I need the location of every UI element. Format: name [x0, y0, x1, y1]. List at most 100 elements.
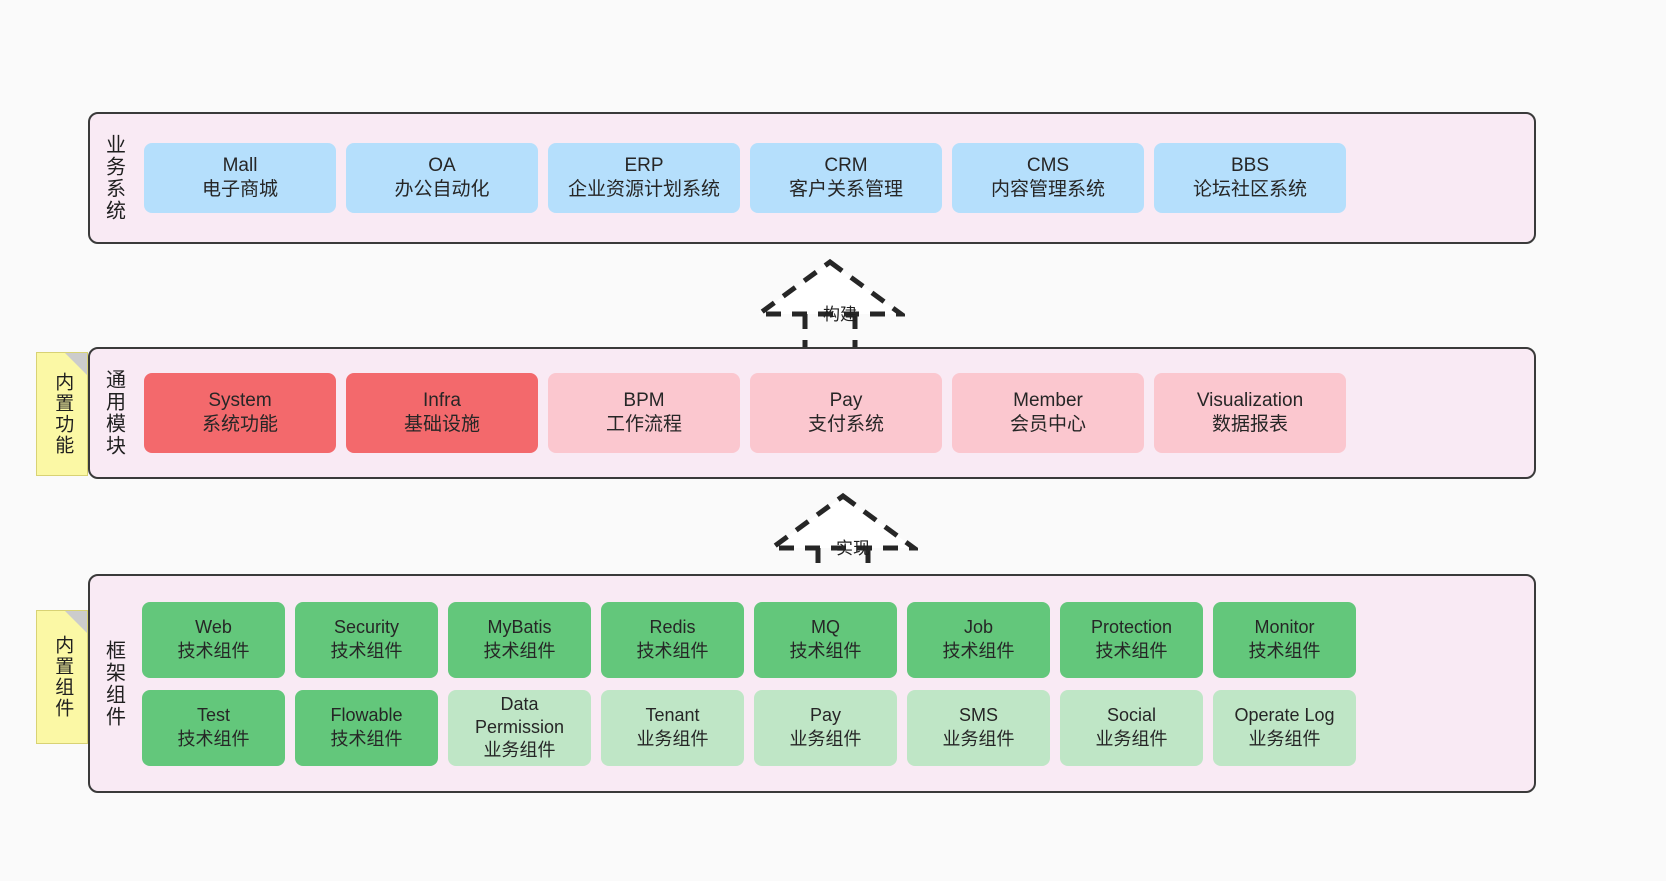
connector-build: 构建 — [755, 258, 905, 352]
layer-framework-title: 框架组件 — [102, 639, 125, 728]
node-infra[interactable]: Infra 基础设施 — [346, 373, 538, 453]
node-protection-cn: 技术组件 — [1095, 640, 1168, 661]
node-sms-en: SMS — [958, 705, 998, 726]
node-security[interactable]: Security 技术组件 — [295, 601, 438, 678]
node-cms-cn: 内容管理系统 — [990, 179, 1105, 200]
node-operate-log[interactable]: Operate Log 业务组件 — [1213, 689, 1356, 766]
node-member-cn: 会员中心 — [1009, 414, 1086, 435]
node-job-cn: 技术组件 — [942, 640, 1015, 661]
node-monitor-cn: 技术组件 — [1248, 640, 1321, 661]
node-visualization[interactable]: Visualization 数据报表 — [1154, 373, 1346, 453]
node-mq-en: MQ — [811, 617, 840, 638]
framework-row-business: Test 技术组件 Flowable 技术组件 Data Permission … — [142, 689, 1526, 766]
note-builtin-function: 内置功能 — [36, 352, 88, 476]
node-mybatis[interactable]: MyBatis 技术组件 — [448, 601, 591, 678]
node-pay-module-en: Pay — [829, 389, 863, 411]
node-operate-log-en: Operate Log — [1234, 705, 1335, 726]
node-protection[interactable]: Protection 技术组件 — [1060, 601, 1203, 678]
node-sms[interactable]: SMS 业务组件 — [907, 689, 1050, 766]
note-builtin-function-label: 内置功能 — [52, 372, 74, 456]
node-tenant-cn: 业务组件 — [636, 728, 709, 749]
node-crm-en: CRM — [824, 154, 868, 176]
node-system-en: System — [208, 389, 272, 411]
node-bbs-en: BBS — [1230, 154, 1270, 176]
node-pay-module[interactable]: Pay 支付系统 — [750, 373, 942, 453]
layer-modules-nodes: System 系统功能 Infra 基础设施 BPM 工作流程 Pay 支付系统… — [136, 349, 1534, 477]
node-flowable-cn: 技术组件 — [330, 728, 403, 749]
node-erp-cn: 企业资源计划系统 — [567, 179, 720, 200]
framework-row-tech: Web 技术组件 Security 技术组件 MyBatis 技术组件 Redi… — [142, 601, 1526, 678]
node-redis-cn: 技术组件 — [636, 640, 709, 661]
node-infra-en: Infra — [422, 389, 462, 411]
node-job[interactable]: Job 技术组件 — [907, 601, 1050, 678]
layer-common-modules: 通用模块 System 系统功能 Infra 基础设施 BPM 工作流程 Pay… — [88, 347, 1536, 479]
node-data-permission-cn: 业务组件 — [483, 740, 556, 761]
node-social[interactable]: Social 业务组件 — [1060, 689, 1203, 766]
node-mq[interactable]: MQ 技术组件 — [754, 601, 897, 678]
node-data-permission[interactable]: Data Permission 业务组件 — [448, 689, 591, 766]
node-test[interactable]: Test 技术组件 — [142, 689, 285, 766]
node-tenant-en: Tenant — [645, 705, 700, 726]
node-sms-cn: 业务组件 — [942, 728, 1015, 749]
node-security-cn: 技术组件 — [330, 640, 403, 661]
node-test-en: Test — [196, 705, 230, 726]
node-pay-component-cn: 业务组件 — [789, 728, 862, 749]
node-crm-cn: 客户关系管理 — [788, 179, 903, 200]
node-tenant[interactable]: Tenant 业务组件 — [601, 689, 744, 766]
node-web-cn: 技术组件 — [177, 640, 250, 661]
layer-framework-nodes: Web 技术组件 Security 技术组件 MyBatis 技术组件 Redi… — [136, 601, 1534, 766]
node-monitor-en: Monitor — [1254, 617, 1315, 638]
node-social-en: Social — [1106, 705, 1157, 726]
layer-business-title: 业务系统 — [102, 134, 125, 222]
node-system-cn: 系统功能 — [201, 414, 278, 435]
node-erp[interactable]: ERP 企业资源计划系统 — [548, 143, 740, 213]
layer-framework-components: 框架组件 Web 技术组件 Security 技术组件 MyBatis 技术组件… — [88, 574, 1536, 793]
node-mall[interactable]: Mall 电子商城 — [144, 143, 336, 213]
node-web-en: Web — [195, 617, 232, 638]
node-pay-component[interactable]: Pay 业务组件 — [754, 689, 897, 766]
node-test-cn: 技术组件 — [177, 728, 250, 749]
node-redis-en: Redis — [649, 617, 696, 638]
connector-implement-label: 实现 — [836, 539, 870, 558]
node-bpm-en: BPM — [623, 389, 665, 411]
node-bbs[interactable]: BBS 论坛社区系统 — [1154, 143, 1346, 213]
node-member[interactable]: Member 会员中心 — [952, 373, 1144, 453]
note-fold-icon — [65, 611, 87, 633]
note-builtin-component: 内置组件 — [36, 610, 88, 744]
note-builtin-component-label: 内置组件 — [52, 635, 74, 719]
node-web[interactable]: Web 技术组件 — [142, 601, 285, 678]
node-oa-cn: 办公自动化 — [394, 179, 490, 200]
node-member-en: Member — [1013, 389, 1083, 411]
node-visualization-en: Visualization — [1196, 389, 1304, 411]
node-bbs-cn: 论坛社区系统 — [1192, 179, 1307, 200]
note-fold-icon — [65, 353, 87, 375]
node-monitor[interactable]: Monitor 技术组件 — [1213, 601, 1356, 678]
layer-modules-title: 通用模块 — [102, 369, 125, 457]
node-redis[interactable]: Redis 技术组件 — [601, 601, 744, 678]
node-mybatis-cn: 技术组件 — [483, 640, 556, 661]
node-system[interactable]: System 系统功能 — [144, 373, 336, 453]
node-mall-en: Mall — [222, 154, 258, 176]
node-oa[interactable]: OA 办公自动化 — [346, 143, 538, 213]
node-visualization-cn: 数据报表 — [1211, 414, 1288, 435]
node-bpm-cn: 工作流程 — [605, 414, 682, 435]
node-pay-component-en: Pay — [809, 705, 842, 726]
node-security-en: Security — [333, 617, 400, 638]
node-erp-en: ERP — [624, 154, 664, 176]
node-mall-cn: 电子商城 — [201, 179, 278, 200]
connector-implement: 实现 — [768, 492, 918, 586]
connector-build-label: 构建 — [823, 305, 857, 324]
node-bpm[interactable]: BPM 工作流程 — [548, 373, 740, 453]
layer-business-nodes: Mall 电子商城 OA 办公自动化 ERP 企业资源计划系统 CRM 客户关系… — [136, 114, 1534, 242]
layer-business-systems: 业务系统 Mall 电子商城 OA 办公自动化 ERP 企业资源计划系统 CRM… — [88, 112, 1536, 244]
node-infra-cn: 基础设施 — [403, 414, 480, 435]
node-job-en: Job — [963, 617, 994, 638]
node-crm[interactable]: CRM 客户关系管理 — [750, 143, 942, 213]
node-cms-en: CMS — [1026, 154, 1070, 176]
node-flowable-en: Flowable — [330, 705, 403, 726]
node-cms[interactable]: CMS 内容管理系统 — [952, 143, 1144, 213]
node-social-cn: 业务组件 — [1095, 728, 1168, 749]
node-pay-module-cn: 支付系统 — [807, 414, 884, 435]
node-flowable[interactable]: Flowable 技术组件 — [295, 689, 438, 766]
